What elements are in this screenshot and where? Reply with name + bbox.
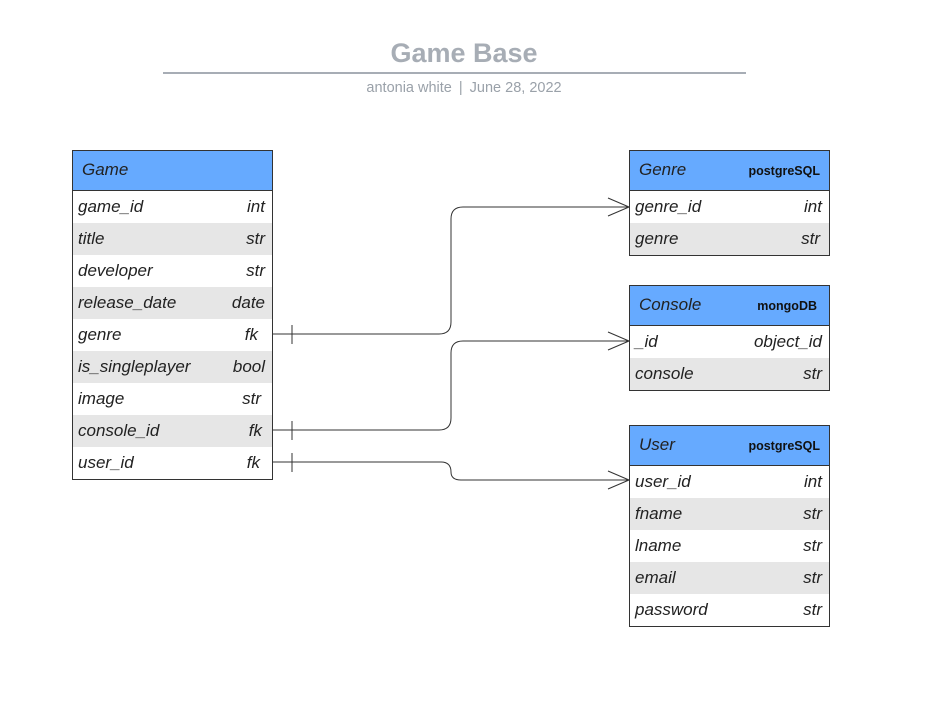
entity-console-header: Console mongoDB xyxy=(630,286,829,326)
field-type: fk xyxy=(248,421,262,440)
field-name: genre xyxy=(78,325,122,344)
field-type: int xyxy=(804,197,822,216)
field-type: str xyxy=(803,600,822,619)
relationship-game-console xyxy=(273,331,630,440)
field-name: email xyxy=(635,568,676,587)
entity-console[interactable]: Console mongoDB _id object_id console str xyxy=(629,285,830,391)
field-name: user_id xyxy=(78,453,134,472)
field-type: int xyxy=(247,197,265,216)
byline-separator: | xyxy=(458,80,463,96)
field-row: console_id fk xyxy=(73,415,272,447)
entity-game-name: Game xyxy=(82,160,129,179)
date: June 28, 2022 xyxy=(469,80,562,96)
field-type: fk xyxy=(246,453,260,472)
field-row: release_date date xyxy=(73,287,272,319)
field-row: is_singleplayer bool xyxy=(73,351,272,383)
entity-user-header: User postgreSQL xyxy=(630,426,829,466)
field-row: _id object_id xyxy=(630,326,829,358)
field-name: fname xyxy=(635,504,683,523)
entity-console-name: Console xyxy=(639,295,702,314)
field-name: developer xyxy=(78,261,153,280)
field-name: is_singleplayer xyxy=(78,357,191,376)
field-row: lname str xyxy=(630,530,829,562)
byline: antonia white | June 28, 2022 xyxy=(0,80,928,96)
field-row: genre_id int xyxy=(630,191,829,223)
field-type: str xyxy=(803,568,822,587)
entity-genre-name: Genre xyxy=(639,160,687,179)
field-row: genre str xyxy=(630,223,829,255)
database-badge: mongoDB xyxy=(757,299,817,313)
field-row: game_id int xyxy=(73,191,272,223)
field-type: object_id xyxy=(753,332,822,351)
field-type: str xyxy=(246,261,265,280)
field-row: user_id int xyxy=(630,466,829,498)
relationship-game-user xyxy=(273,453,630,490)
field-name: password xyxy=(635,600,708,619)
entity-user[interactable]: User postgreSQL user_id int fname str lnam… xyxy=(629,425,830,627)
entity-genre-header: Genre postgreSQL xyxy=(630,151,829,191)
field-type: str xyxy=(246,229,265,248)
entity-user-name: User xyxy=(639,435,675,454)
entity-game-header: Game xyxy=(73,151,272,191)
field-name: user_id xyxy=(635,472,691,491)
diagram-title: Game Base xyxy=(390,38,538,68)
database-badge: postgreSQL xyxy=(748,439,820,453)
field-type: bool xyxy=(232,357,265,376)
field-type: str xyxy=(803,504,822,523)
field-name: genre_id xyxy=(635,197,702,216)
field-name: console_id xyxy=(78,421,160,440)
field-type: int xyxy=(804,472,822,491)
field-type: str xyxy=(801,229,820,248)
field-type: str xyxy=(803,536,822,555)
entity-game[interactable]: Game game_id int title str developer str re… xyxy=(72,150,273,480)
field-row: image str xyxy=(73,383,272,415)
field-row: user_id fk xyxy=(73,447,272,479)
field-row: title str xyxy=(73,223,272,255)
database-badge: postgreSQL xyxy=(748,164,820,178)
title-divider xyxy=(163,72,746,74)
field-name: release_date xyxy=(78,293,177,312)
field-row: developer str xyxy=(73,255,272,287)
field-type: date xyxy=(231,293,265,312)
field-type: str xyxy=(803,364,822,383)
field-name: genre xyxy=(635,229,679,248)
field-name: title xyxy=(78,229,105,248)
field-name: lname xyxy=(635,536,682,555)
field-row: console str xyxy=(630,358,829,390)
field-name: _id xyxy=(635,332,658,351)
field-row: fname str xyxy=(630,498,829,530)
field-row: password str xyxy=(630,594,829,626)
relationship-game-genre xyxy=(273,197,630,344)
author: antonia white xyxy=(366,80,452,96)
field-name: image xyxy=(78,389,125,408)
field-name: game_id xyxy=(78,197,144,216)
field-type: fk xyxy=(244,325,258,344)
field-name: console xyxy=(635,364,694,383)
field-row: email str xyxy=(630,562,829,594)
entity-genre[interactable]: Genre postgreSQL genre_id int genre str xyxy=(629,150,830,256)
field-type: str xyxy=(242,389,261,408)
field-row: genre fk xyxy=(73,319,272,351)
